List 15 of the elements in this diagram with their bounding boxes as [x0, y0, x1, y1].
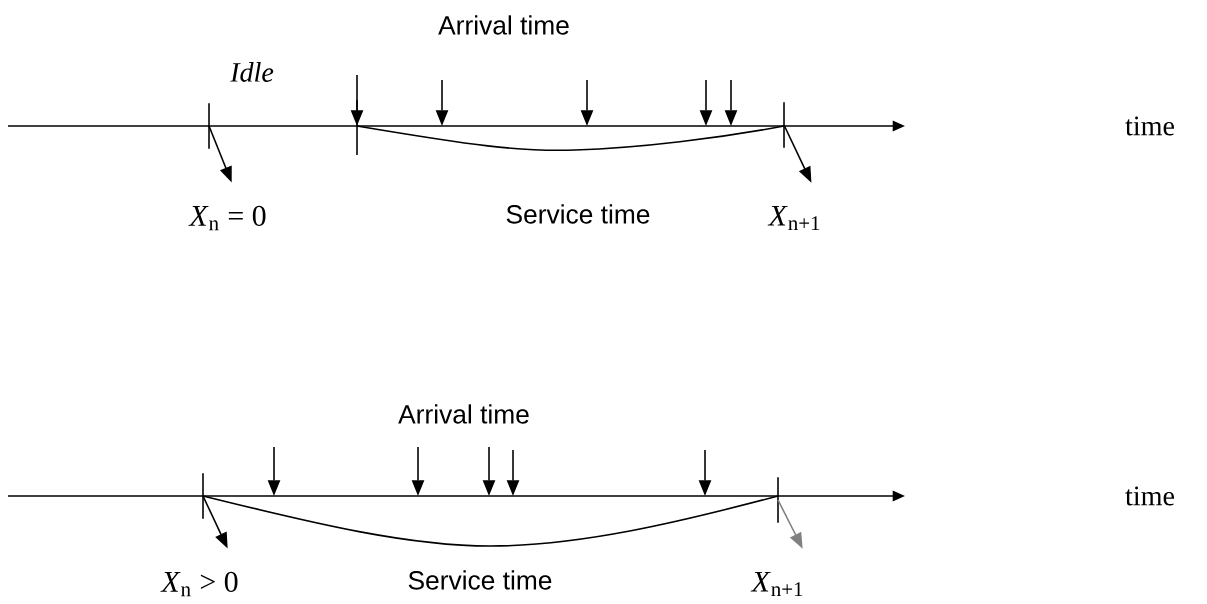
- math-label: X$_{n+1}$: [767, 205, 820, 231]
- text-label: Arrival time: [438, 15, 569, 35]
- math-label: X$_{n}$ = 0: [188, 205, 266, 231]
- text-label: Service time: [408, 570, 552, 590]
- math-label: X$_{n+1}$: [750, 571, 803, 597]
- math-label: X$_{n}$ > 0: [160, 571, 238, 597]
- text-label: Service time: [506, 204, 650, 224]
- tick-mark: [202, 472, 204, 520]
- axis-label: time: [1125, 486, 1174, 506]
- tick-mark: [208, 102, 210, 150]
- axis-label: time: [1125, 116, 1174, 136]
- tick-mark: [783, 101, 785, 149]
- state-label: Idle: [230, 62, 274, 82]
- tick-mark: [777, 476, 779, 524]
- text-label: Arrival time: [398, 404, 529, 424]
